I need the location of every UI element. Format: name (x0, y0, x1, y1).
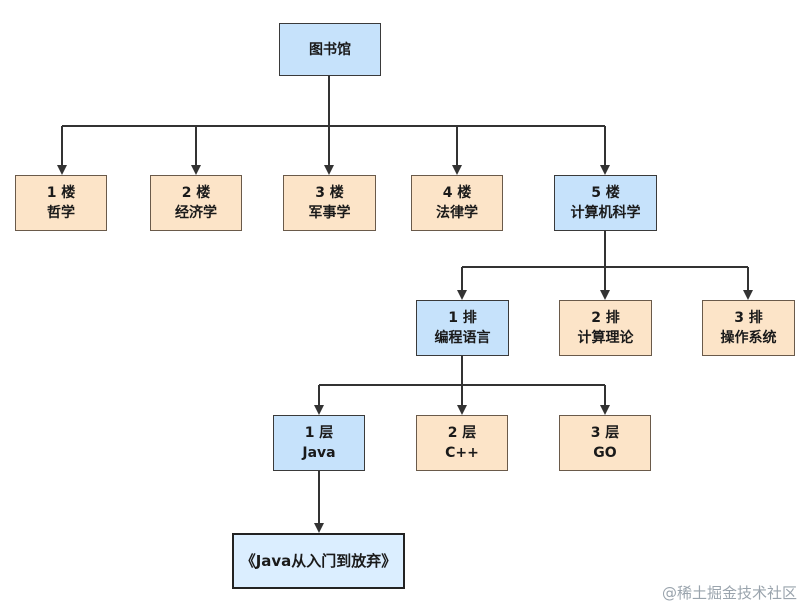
row-name: 计算理论 (577, 330, 634, 346)
shelf-number: 3 层 (590, 425, 620, 441)
floor-name: 军事学 (308, 205, 351, 221)
shelf-name: C++ (445, 445, 479, 461)
shelf-name: GO (593, 445, 617, 461)
row-name: 编程语言 (434, 330, 491, 346)
row-node-2: 2 排 计算理论 (559, 300, 652, 356)
shelf-number: 2 层 (447, 425, 477, 441)
floor-node-4: 4 楼 法律学 (411, 175, 503, 231)
shelf-number: 1 层 (304, 425, 334, 441)
floor-name: 计算机科学 (570, 205, 641, 221)
floor-name: 经济学 (175, 205, 217, 221)
row-number: 1 排 (448, 310, 477, 326)
floor-number: 2 楼 (181, 185, 211, 201)
book-node: 《Java从入门到放弃》 (232, 533, 405, 589)
floor-number: 1 楼 (46, 185, 76, 201)
watermark: @稀土掘金技术社区 (661, 584, 797, 602)
floor-name: 哲学 (47, 205, 75, 221)
row-number: 2 排 (591, 310, 620, 326)
shelf-node-3: 3 层 GO (559, 415, 651, 471)
floor-node-5: 5 楼 计算机科学 (554, 175, 657, 231)
row-node-3: 3 排 操作系统 (702, 300, 795, 356)
floor-node-2: 2 楼 经济学 (150, 175, 242, 231)
floor-node-3: 3 楼 军事学 (283, 175, 376, 231)
floor-node-1: 1 楼 哲学 (15, 175, 107, 231)
shelf-node-1: 1 层 Java (273, 415, 365, 471)
shelf-name: Java (302, 445, 336, 461)
root-node-library: 图书馆 (279, 23, 381, 76)
floor-number: 4 楼 (442, 185, 472, 201)
floor-number: 5 楼 (591, 185, 620, 201)
shelf-node-2: 2 层 C++ (416, 415, 508, 471)
row-number: 3 排 (734, 310, 763, 326)
floor-number: 3 楼 (315, 185, 344, 201)
row-node-1: 1 排 编程语言 (416, 300, 509, 356)
book-title: 《Java从入门到放弃》 (240, 552, 397, 570)
floor-name: 法律学 (436, 205, 478, 221)
row-name: 操作系统 (720, 330, 777, 346)
root-label: 图书馆 (309, 41, 351, 58)
